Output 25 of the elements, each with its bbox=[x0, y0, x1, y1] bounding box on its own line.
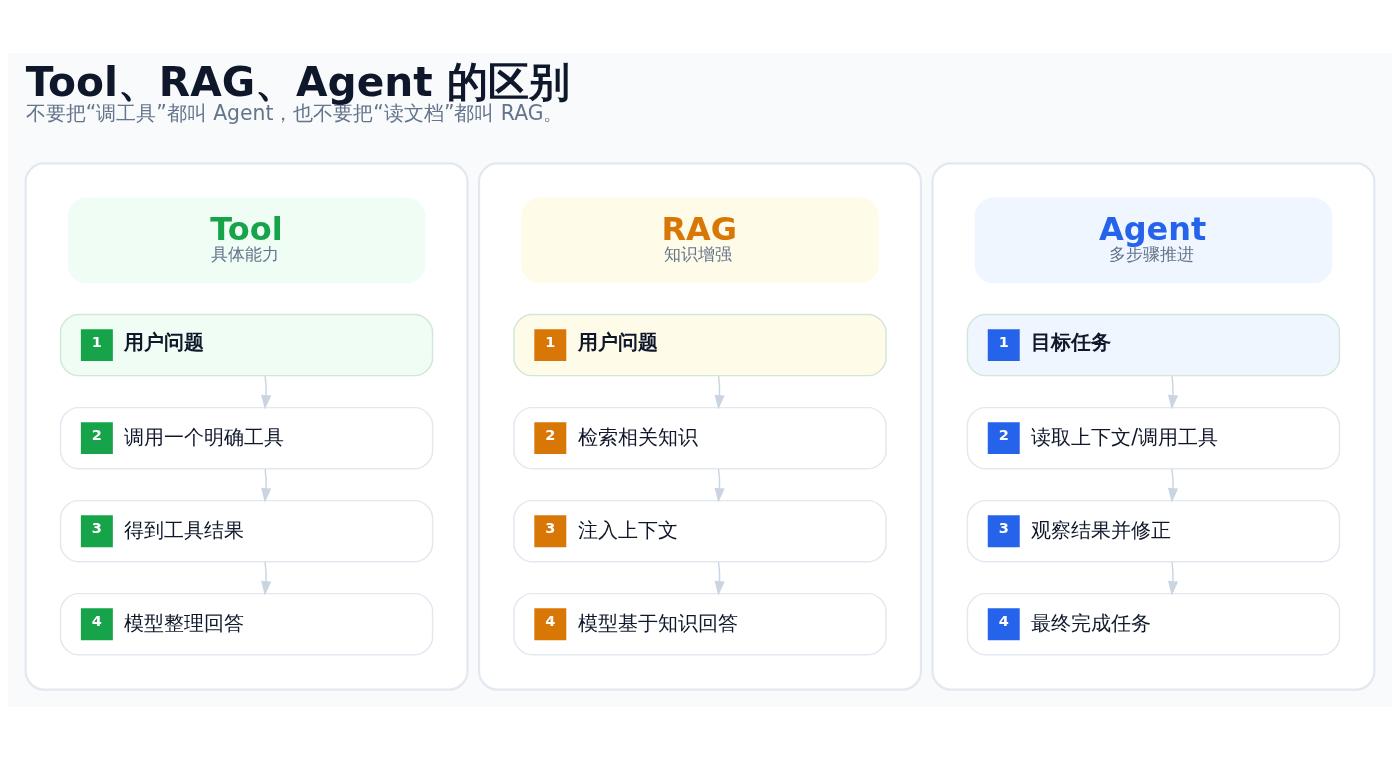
cluster bbox=[931, 162, 1376, 691]
cluster bbox=[478, 162, 922, 691]
node-box: 3 观察结果并修正 bbox=[966, 499, 1341, 563]
arrow bbox=[714, 561, 725, 596]
node-box: 1 用户问题 bbox=[513, 313, 887, 377]
node-box: 2 读取上下文/调用工具 bbox=[966, 406, 1341, 470]
node-box: 2 检索相关知识 bbox=[513, 406, 887, 470]
arrow bbox=[714, 375, 725, 410]
cluster bbox=[24, 162, 469, 691]
node-box: 1 目标任务 bbox=[966, 313, 1341, 377]
node-box: RAG 知识增强 bbox=[521, 197, 879, 284]
arrow bbox=[714, 468, 725, 503]
node-box: 4 模型基于知识回答 bbox=[513, 592, 887, 656]
arrow bbox=[261, 561, 272, 596]
arrow bbox=[261, 468, 272, 503]
arrow bbox=[1167, 468, 1179, 503]
node-box: 2 调用一个明确工具 bbox=[59, 406, 434, 470]
node-box: 1 用户问题 bbox=[59, 313, 434, 377]
node-box: 3 得到工具结果 bbox=[59, 499, 434, 563]
arrow bbox=[261, 375, 272, 410]
node-box: 4 模型整理回答 bbox=[59, 592, 434, 656]
node-box: 3 注入上下文 bbox=[513, 499, 887, 563]
arrow bbox=[1167, 561, 1179, 596]
arrow bbox=[1167, 375, 1179, 410]
node-box: 4 最终完成任务 bbox=[966, 592, 1341, 656]
